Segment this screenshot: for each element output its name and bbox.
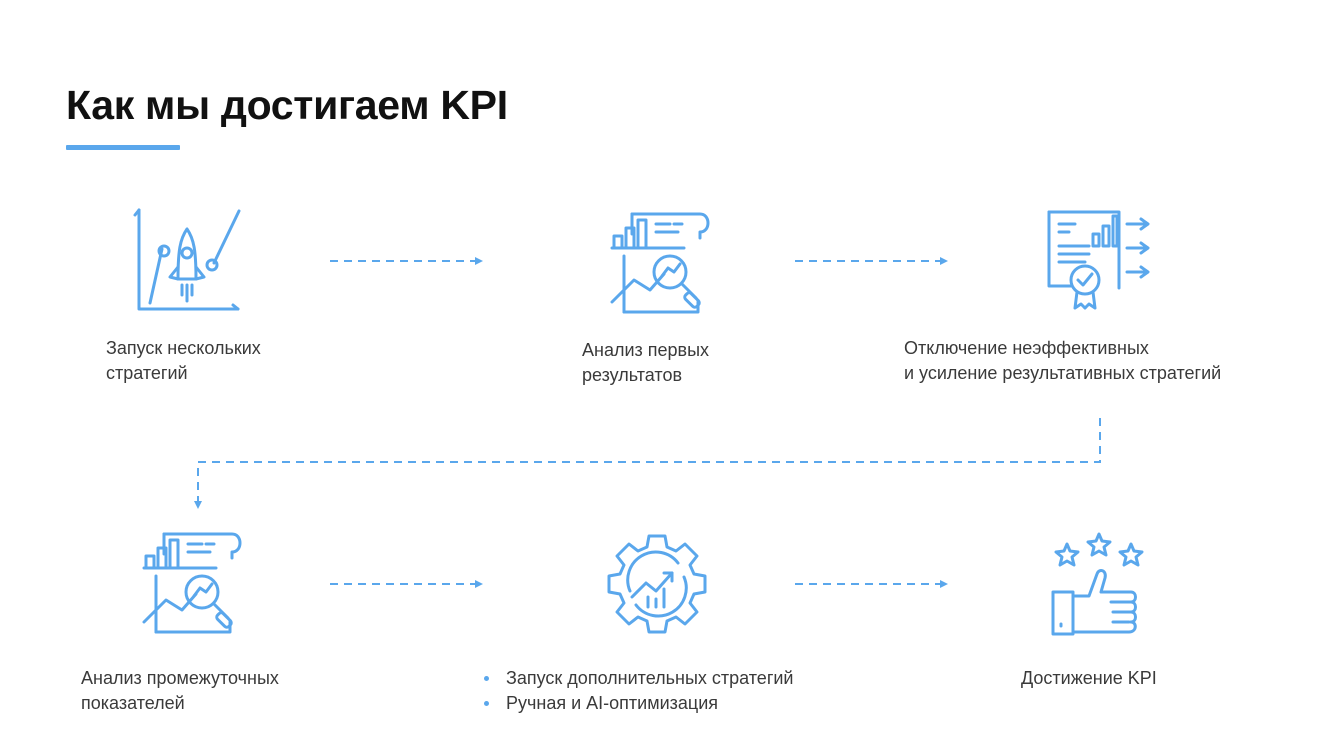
step-label: Запуск нескольких стратегий (106, 338, 261, 383)
step-label: Анализ первых результатов (582, 340, 710, 385)
bullet-item: Ручная и AI-оптимизация (482, 691, 794, 716)
bullet-item: Запуск дополнительных стратегий (482, 666, 794, 691)
analytics-magnifier-icon (136, 530, 244, 636)
dashed-arrow-connector (330, 255, 486, 267)
row-link-connector (190, 416, 1106, 512)
analytics-magnifier-icon (604, 210, 712, 316)
step-bullet-list: Запуск дополнительных стратегий Ручная и… (482, 666, 794, 716)
title-underline (66, 145, 180, 150)
dashed-arrow-connector (795, 578, 951, 590)
gear-growth-icon (604, 533, 710, 639)
step-label: Достижение KPI (1021, 668, 1157, 688)
certified-report-icon (1045, 208, 1153, 312)
page-title: Как мы достигаем KPI (66, 82, 508, 128)
step-label: Отключение неэффективных и усиление резу… (904, 338, 1222, 383)
dashed-arrow-connector (795, 255, 951, 267)
rocket-launch-chart-icon (130, 205, 246, 315)
step-label: Анализ промежуточных показателей (81, 668, 279, 713)
dashed-arrow-connector (330, 578, 486, 590)
thumbs-up-stars-icon (1049, 530, 1149, 638)
